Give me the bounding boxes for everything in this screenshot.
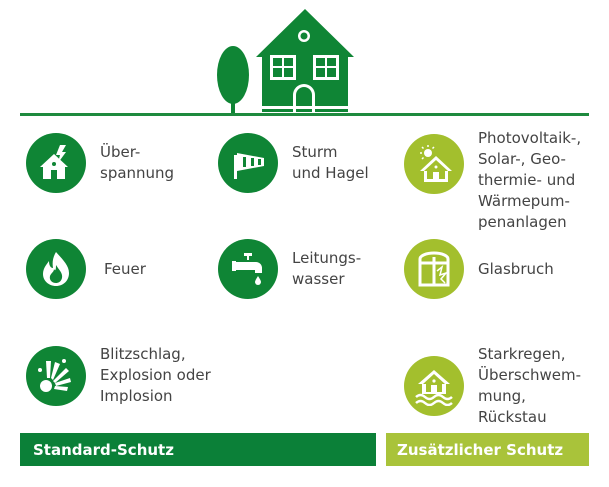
item-label: Über- spannung xyxy=(100,143,175,182)
coverage-item-lightning-explosion: Blitzschlag, Explosion oder Implosion xyxy=(26,344,211,407)
solar-house-icon xyxy=(404,134,464,194)
water-tap-icon xyxy=(218,239,278,299)
tree-icon xyxy=(217,46,249,115)
coverage-item-glass-breakage: Glasbruch xyxy=(404,239,554,299)
item-label: Blitzschlag, Explosion oder Implosion xyxy=(100,345,211,405)
ground-line xyxy=(20,113,589,116)
overvoltage-house-icon xyxy=(26,133,86,193)
item-label: Starkregen, Überschwem- mung, Rückstau xyxy=(478,345,581,426)
windsock-icon xyxy=(218,133,278,193)
header-illustration xyxy=(0,0,609,120)
coverage-item-storm: Sturm und Hagel xyxy=(218,133,369,193)
flood-house-icon xyxy=(404,356,464,416)
fire-icon xyxy=(26,239,86,299)
item-label: Photovoltaik-, Solar-, Geo- thermie- und… xyxy=(478,129,582,231)
legend-additional-protection: Zusätzlicher Schutz xyxy=(386,433,589,466)
coverage-item-solar: Photovoltaik-, Solar-, Geo- thermie- und… xyxy=(404,129,581,233)
broken-window-icon xyxy=(404,239,464,299)
legend-standard-protection: Standard-Schutz xyxy=(20,433,376,466)
item-label: Leitungs- wasser xyxy=(292,249,362,288)
explosion-icon xyxy=(26,345,86,406)
coverage-item-water: Leitungs- wasser xyxy=(218,239,361,299)
house-icon xyxy=(256,9,354,112)
coverage-item-fire: Feuer xyxy=(26,239,146,299)
item-label: Feuer xyxy=(104,259,146,278)
item-label: Glasbruch xyxy=(478,259,554,278)
coverage-item-flood: Starkregen, Überschwem- mung, Rückstau xyxy=(404,344,581,428)
house-scene xyxy=(217,9,354,115)
coverage-item-overvoltage: Über- spannung xyxy=(26,133,174,193)
item-label: Sturm und Hagel xyxy=(292,143,369,182)
